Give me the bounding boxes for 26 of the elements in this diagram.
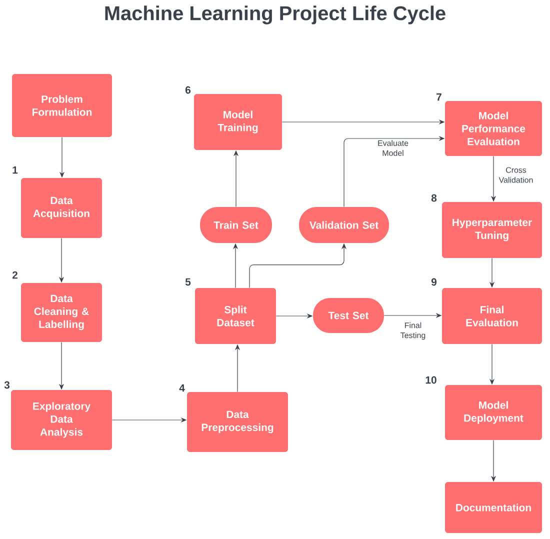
process-box: Data Preprocessing [187, 392, 288, 452]
pill-box: Validation Set [299, 207, 389, 243]
step-number: 7 [436, 93, 442, 101]
title: Machine Learning Project Life Cycle [105, 6, 446, 24]
step-number: 10 [426, 376, 436, 384]
process-box: Data Cleaning & Labelling [21, 283, 102, 342]
step-number: 3 [4, 381, 10, 389]
process-box: Split Dataset [195, 288, 276, 344]
step-number: 6 [185, 86, 191, 94]
step-number: 5 [185, 278, 191, 286]
process-box: Model Training [194, 94, 282, 150]
process-box: Hyperparameter Tuning [442, 202, 542, 258]
step-number: 9 [431, 278, 437, 286]
process-box: Model Performance Evaluation [445, 101, 542, 156]
pill-box: Train Set [200, 207, 272, 243]
step-number: 4 [179, 384, 185, 392]
process-box: Documentation [445, 482, 542, 533]
process-box: Problem Formulation [12, 74, 112, 137]
process-box: Final Evaluation [442, 288, 542, 344]
process-box: Model Deployment [445, 385, 542, 440]
step-number: 1 [12, 166, 18, 174]
pill-box: Test Set [313, 298, 384, 333]
step-number: 8 [431, 194, 437, 202]
step-number: 2 [12, 271, 18, 279]
process-box: Data Acquisition [21, 178, 102, 238]
process-box: Exploratory Data Analysis [11, 390, 112, 450]
